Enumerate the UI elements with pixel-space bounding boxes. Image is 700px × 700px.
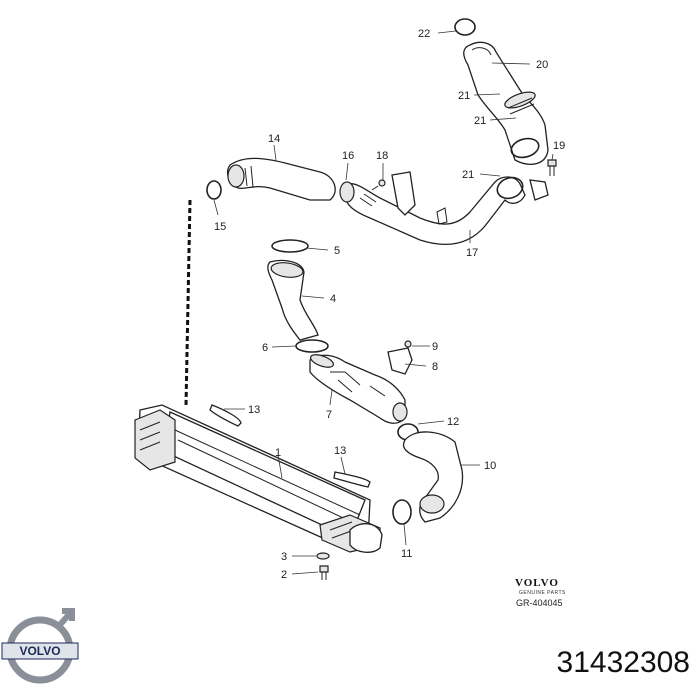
- callout-12: 12: [447, 416, 459, 428]
- callout-21-b: 21: [474, 115, 486, 127]
- part-number: 31432308: [556, 646, 690, 679]
- callout-15: 15: [214, 221, 226, 233]
- bolt-2: [319, 565, 329, 580]
- callout-8: 8: [432, 361, 438, 373]
- callout-19: 19: [553, 140, 565, 152]
- throttle-housing-7: [309, 340, 413, 424]
- pipe-14: [206, 157, 336, 201]
- drawing-reference: GR-404045: [516, 598, 563, 608]
- pipe-17: [339, 171, 549, 246]
- callout-2: 2: [281, 569, 287, 581]
- seal-13-b: [333, 471, 371, 488]
- volvo-logo-icon: VOLVO: [1, 608, 79, 684]
- bolt-18: [371, 179, 386, 191]
- callout-22: 22: [418, 28, 430, 40]
- callout-3: 3: [281, 551, 287, 563]
- callout-6: 6: [262, 342, 268, 354]
- hose-10: [392, 431, 464, 525]
- intercooler-1: [134, 199, 383, 553]
- callout-20: 20: [536, 59, 548, 71]
- callout-21-c: 21: [462, 169, 474, 181]
- callout-10: 10: [484, 460, 496, 472]
- callout-17: 17: [466, 247, 478, 259]
- callout-13-b: 13: [334, 445, 346, 457]
- callout-18: 18: [376, 150, 388, 162]
- hose-4: [267, 239, 329, 353]
- genuine-parts-subtitle: GENUINE PARTS: [519, 590, 566, 596]
- logo-wordmark: VOLVO: [19, 644, 60, 658]
- callout-1: 1: [275, 447, 281, 459]
- callout-21-a: 21: [458, 90, 470, 102]
- callout-14: 14: [268, 133, 280, 145]
- seal-13-a: [209, 404, 242, 427]
- volvo-genuine-parts-mark: VOLVO: [515, 577, 559, 589]
- washer-3: [316, 552, 330, 560]
- callout-7: 7: [326, 409, 332, 421]
- turbo-pipe-20: [454, 18, 549, 165]
- callout-9: 9: [432, 341, 438, 353]
- callout-4: 4: [330, 293, 336, 305]
- callout-numbers: 22 20 21 21 19 21 14 16 18 15 17 5 4 6 9…: [214, 28, 565, 581]
- bolt-19: [547, 159, 557, 176]
- callout-5: 5: [334, 245, 340, 257]
- callout-11: 11: [401, 548, 412, 560]
- callout-13-a: 13: [248, 404, 260, 416]
- leader-lines: [213, 30, 554, 575]
- callout-16: 16: [342, 150, 354, 162]
